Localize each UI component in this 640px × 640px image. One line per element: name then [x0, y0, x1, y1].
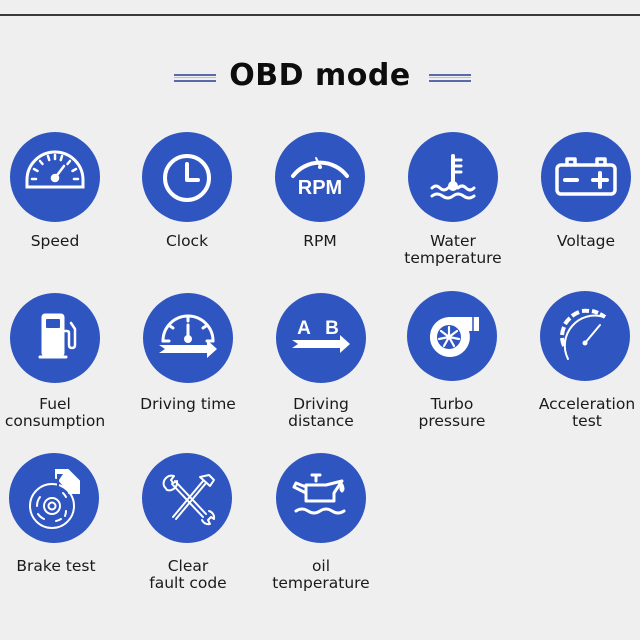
rpm-gauge-icon: RPM — [275, 132, 365, 222]
title-decoration-right — [429, 74, 471, 82]
driving-distance-icon: A B — [276, 293, 366, 383]
feature-label: Driving distance — [288, 395, 354, 430]
feature-label: Driving time — [140, 395, 236, 413]
feature-label: oil temperature — [272, 557, 370, 592]
header: OBD mode — [0, 56, 640, 100]
feature-label: RPM — [303, 232, 337, 250]
feature-label: Clear fault code — [149, 557, 227, 592]
svg-text:B: B — [325, 318, 339, 339]
page-title: OBD mode — [229, 58, 411, 93]
turbo-icon — [407, 291, 497, 381]
svg-text:A: A — [297, 318, 311, 339]
feature-label: Clock — [165, 232, 209, 250]
battery-icon — [541, 132, 631, 222]
brake-disc-icon — [9, 453, 99, 543]
feature-label: Water temperature — [404, 232, 502, 267]
title-decoration-left — [174, 74, 216, 82]
top-divider — [0, 14, 640, 16]
acceleration-gauge-icon — [540, 291, 630, 381]
speedometer-icon — [10, 132, 100, 222]
feature-label: Fuel consumption — [4, 395, 106, 430]
feature-label: Voltage — [556, 232, 616, 250]
feature-label: Speed — [30, 232, 80, 250]
svg-text:RPM: RPM — [298, 177, 342, 199]
feature-label: Acceleration test — [538, 395, 636, 430]
clock-icon — [142, 132, 232, 222]
wrench-tools-icon — [142, 453, 232, 543]
feature-label: Turbo pressure — [418, 395, 486, 430]
fuel-pump-icon — [10, 293, 100, 383]
oil-can-icon — [276, 453, 366, 543]
feature-label: Brake test — [16, 557, 96, 575]
water-temperature-icon — [408, 132, 498, 222]
driving-time-icon — [143, 293, 233, 383]
